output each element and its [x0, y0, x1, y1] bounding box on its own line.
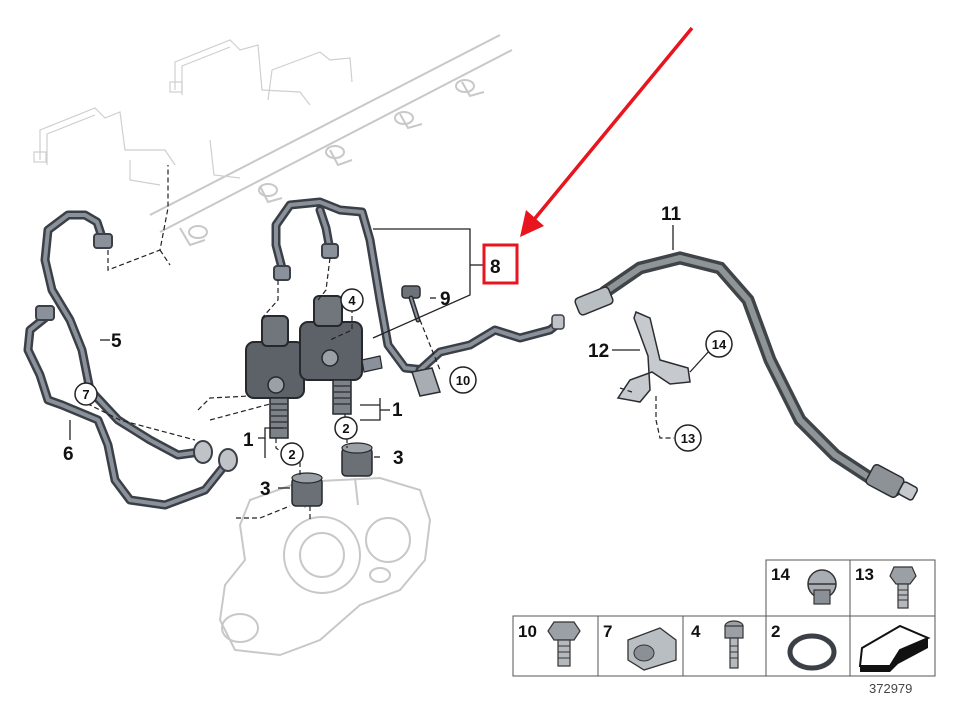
pressure-sensor: [401, 285, 421, 323]
high-pressure-pump-left: [245, 315, 305, 439]
svg-text:13: 13: [855, 565, 874, 584]
svg-text:2: 2: [771, 622, 780, 641]
fuel-line-5: [40, 210, 205, 460]
legend-cell-14: 14: [765, 559, 851, 617]
svg-text:14: 14: [771, 565, 790, 584]
circled-7: 7: [74, 382, 98, 406]
circled-4: 4: [340, 288, 364, 312]
svg-text:2: 2: [342, 421, 349, 436]
label-6: 6: [63, 444, 74, 465]
highlight-box: [482, 243, 519, 285]
svg-text:10: 10: [518, 622, 537, 641]
svg-text:13: 13: [681, 431, 695, 446]
label-11: 11: [661, 204, 682, 225]
highlight-arrow: [520, 26, 694, 237]
high-pressure-pump-right: [299, 295, 383, 415]
fuel-line-6: [23, 305, 238, 510]
tappet-left: [291, 472, 323, 507]
label-3b: 3: [393, 448, 404, 469]
tappet-right: [341, 442, 373, 477]
circled-2a: 2: [280, 442, 304, 466]
label-9: 9: [440, 289, 451, 310]
circled-2c: 2: [268, 393, 275, 408]
circled-13: 13: [674, 424, 702, 452]
diagram-number: 372979: [869, 681, 912, 696]
high-pressure-lines: [271, 197, 565, 375]
label-3a: 3: [260, 479, 271, 500]
fuel-hose-11: [574, 251, 919, 501]
bracket-10: [411, 367, 441, 397]
label-1b: 1: [392, 400, 403, 421]
legend-cell-4: 4: [682, 615, 767, 677]
label-5: 5: [111, 331, 122, 352]
svg-text:10: 10: [456, 373, 470, 388]
label-1a: 1: [243, 430, 254, 451]
label-8: 8: [490, 257, 501, 278]
svg-text:14: 14: [712, 337, 727, 352]
circled-10: 10: [449, 366, 477, 394]
legend-cell-13: 13: [849, 559, 936, 617]
svg-text:7: 7: [82, 387, 89, 402]
svg-text:7: 7: [603, 622, 612, 641]
ghost-pump-housing: [218, 476, 432, 657]
label-12: 12: [588, 341, 609, 362]
legend-cell-7: 7: [597, 615, 684, 677]
circled-2b: 2: [334, 416, 358, 440]
circled-callouts: 2 2 2 4 7 10 13 14: [74, 288, 733, 466]
parts-legend: 14 13 10 7 4: [512, 559, 936, 677]
svg-text:4: 4: [348, 293, 356, 308]
callout-labels: 1 1 3 3 5 6 8 9 11 12: [63, 204, 682, 500]
svg-text:2: 2: [288, 447, 295, 462]
holder-12: [616, 310, 691, 403]
leader-lines: [69, 225, 711, 489]
legend-cell-2: 2: [765, 615, 851, 677]
svg-text:4: 4: [691, 622, 701, 641]
legend-cell-10: 10: [512, 615, 599, 677]
dashed-leaders: [79, 165, 674, 520]
ghost-fuel-rail: [33, 34, 513, 247]
circled-14: 14: [705, 330, 733, 358]
legend-cell-arrow: [849, 615, 936, 677]
